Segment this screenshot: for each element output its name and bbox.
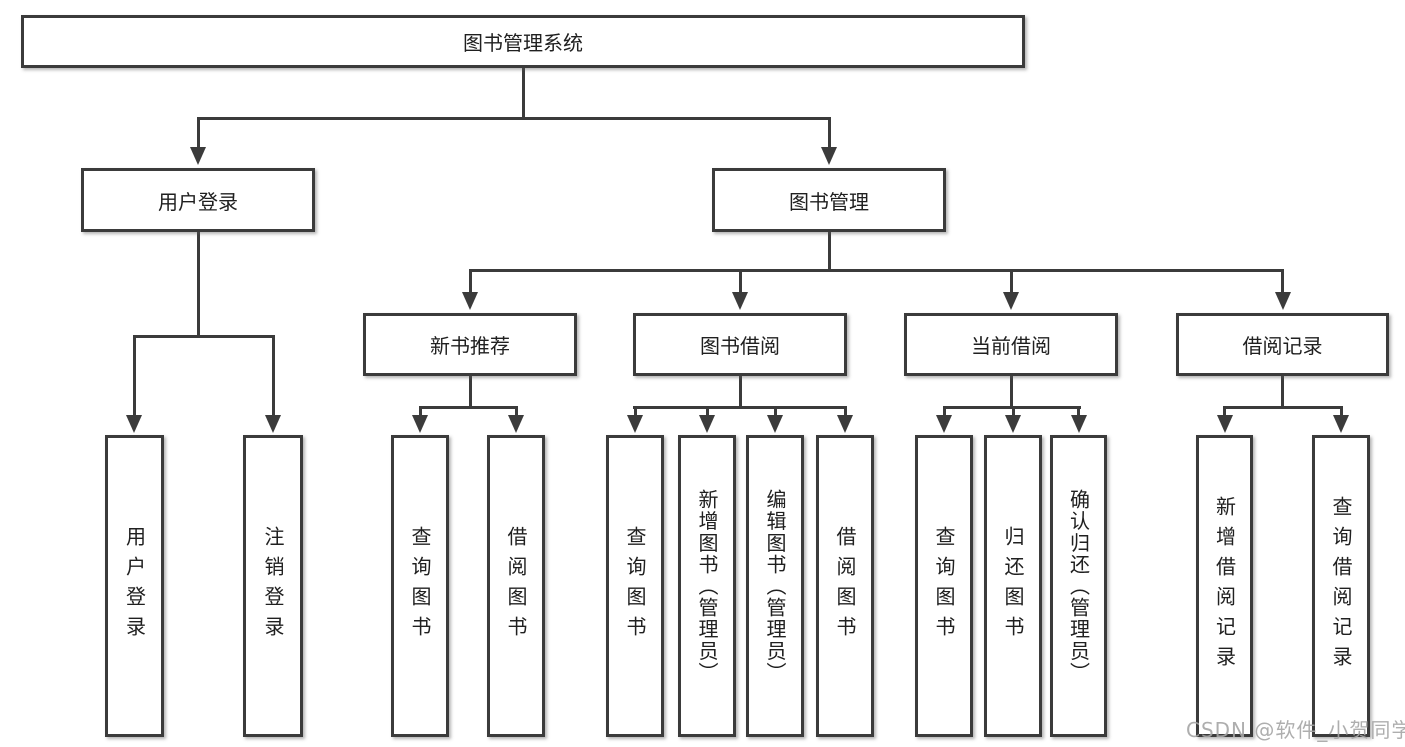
node-label: 新增借阅记录 [1212, 496, 1237, 676]
leaf-confirm-return-admin: 确认归还（管理员） [1050, 435, 1107, 737]
arrowhead-icon [732, 292, 748, 310]
connector [773, 405, 777, 418]
connector [521, 66, 525, 119]
node-label: 当前借阅 [971, 334, 1051, 358]
connector [132, 335, 275, 338]
node-label: 确认归还（管理员） [1066, 488, 1091, 684]
leaf-borrow-books: 借阅图书 [816, 435, 874, 737]
node-new-book-recommend: 新书推荐 [363, 313, 577, 376]
connector [1077, 405, 1080, 418]
arrowhead-icon [821, 147, 837, 165]
connector [1223, 405, 1343, 409]
node-user-login: 用户登录 [81, 168, 315, 232]
arrowhead-icon [1274, 292, 1291, 310]
connector [468, 269, 1284, 272]
leaf-query-borrow-record: 查询借阅记录 [1312, 435, 1370, 737]
node-label: 借阅图书 [833, 526, 857, 646]
leaf-query-books-borrow: 查询图书 [606, 435, 664, 737]
connector [633, 405, 637, 418]
connector [271, 335, 275, 417]
watermark: CSDN @软件_小贺同学 [1186, 718, 1405, 742]
connector [1339, 405, 1343, 418]
arrowhead-icon [126, 415, 142, 433]
node-label: 查询图书 [932, 526, 956, 646]
connector [418, 405, 422, 418]
leaf-edit-book-admin: 编辑图书（管理员） [746, 435, 804, 737]
leaf-user-login: 用户登录 [105, 435, 164, 737]
arrowhead-icon [1333, 415, 1349, 433]
connector [942, 405, 946, 418]
arrowhead-icon [1216, 415, 1233, 433]
arrowhead-icon [1003, 292, 1019, 310]
connector [132, 335, 136, 417]
node-label: 借阅图书 [504, 526, 528, 646]
connector [827, 232, 831, 272]
leaf-query-books-recommend: 查询图书 [391, 435, 449, 737]
connector [738, 376, 742, 407]
leaf-logout: 注销登录 [243, 435, 303, 737]
arrowhead-icon [1070, 415, 1087, 433]
connector [1009, 269, 1013, 295]
node-label: 注销登录 [261, 526, 285, 646]
node-label: 查询图书 [408, 526, 432, 646]
connector [468, 376, 472, 407]
connector [1009, 376, 1013, 407]
connector [468, 269, 472, 295]
arrowhead-icon [699, 415, 715, 433]
node-book-management: 图书管理 [712, 168, 946, 232]
arrowhead-icon [936, 415, 952, 433]
node-label: 编辑图书（管理员） [763, 488, 787, 684]
arrowhead-icon [767, 415, 783, 433]
connector [418, 405, 518, 409]
arrowhead-icon [1005, 415, 1021, 433]
connector [196, 116, 200, 150]
node-label: 查询图书 [623, 526, 647, 646]
node-label: 查询借阅记录 [1329, 496, 1353, 676]
connector [827, 116, 831, 150]
leaf-query-books-current: 查询图书 [915, 435, 973, 737]
node-current-borrow: 当前借阅 [904, 313, 1118, 376]
connector [1223, 405, 1226, 418]
arrowhead-icon [265, 415, 281, 433]
node-book-borrow: 图书借阅 [633, 313, 847, 376]
connector [843, 405, 847, 418]
node-label: 新书推荐 [430, 334, 510, 358]
leaf-add-book-admin: 新增图书（管理员） [678, 435, 736, 737]
node-borrow-records: 借阅记录 [1176, 313, 1389, 376]
connector [514, 405, 518, 418]
leaf-add-borrow-record: 新增借阅记录 [1196, 435, 1253, 737]
connector [633, 405, 847, 409]
node-label: 用户登录 [122, 526, 147, 646]
node-label: 归还图书 [1001, 526, 1025, 646]
node-label: 新增图书（管理员） [695, 488, 719, 684]
leaf-return-book: 归还图书 [984, 435, 1042, 737]
node-label: 用户登录 [158, 189, 238, 214]
connector [705, 405, 709, 418]
node-label: 图书管理 [789, 189, 869, 214]
arrowhead-icon [412, 415, 428, 433]
connector [196, 232, 200, 338]
node-label: 借阅记录 [1242, 334, 1323, 358]
leaf-borrow-books-recommend: 借阅图书 [487, 435, 545, 737]
arrowhead-icon [837, 415, 853, 433]
node-system-root: 图书管理系统 [21, 15, 1025, 68]
node-label: 图书借阅 [700, 334, 780, 358]
connector [1281, 269, 1284, 295]
connector [196, 116, 831, 120]
arrowhead-icon [190, 147, 206, 165]
connector [1281, 376, 1284, 407]
connector [738, 269, 742, 295]
arrowhead-icon [627, 415, 643, 433]
arrowhead-icon [508, 415, 524, 433]
arrowhead-icon [462, 292, 478, 310]
node-label: 图书管理系统 [463, 31, 583, 55]
connector [1011, 405, 1015, 418]
